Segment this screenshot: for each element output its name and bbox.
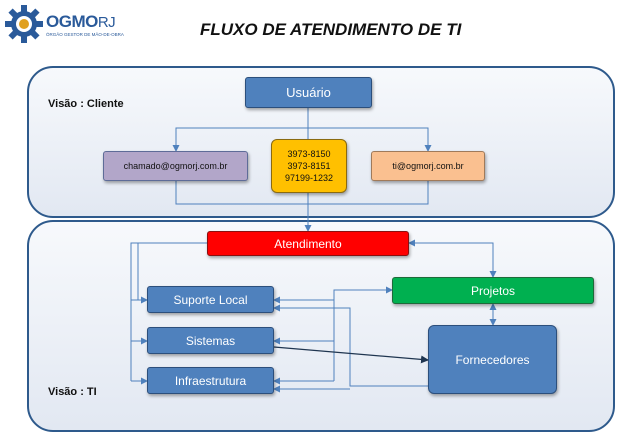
projetos-box: Projetos: [392, 277, 594, 304]
phone-2: 3973-8151: [287, 161, 331, 171]
connector-fornecedores-return: [273, 304, 428, 387]
phone-3: 97199-1232: [284, 173, 334, 183]
sistemas-box: Sistemas: [147, 327, 274, 354]
connector-user-to-email-chamado: [172, 127, 308, 152]
infraestrutura-box: Infraestrutura: [147, 367, 274, 394]
connector-sistemas-to-fornecedores: [273, 346, 429, 364]
connector-atendimento-spine: [130, 242, 207, 381]
email-chamado-box: chamado@ogmorj.com.br: [103, 151, 248, 181]
page-title: FLUXO DE ATENDIMENTO DE TI: [200, 20, 462, 39]
client-view-label: Visão : Cliente: [48, 98, 124, 110]
atendimento-box: Atendimento: [207, 231, 409, 256]
ogmo-logo: OGMORJ ÓRGÃO GESTOR DE MÃO-DE-OBRA: [4, 4, 154, 48]
connector-atendimento-projetos: [408, 239, 497, 278]
ti-view-label: Visão : TI: [48, 386, 97, 398]
connector-user-to-email-ti: [308, 127, 432, 152]
gear-logo-icon: [5, 5, 43, 43]
phone-1: 3973-8150: [287, 149, 331, 159]
fornecedores-box: Fornecedores: [428, 325, 557, 394]
suporte-local-box: Suporte Local: [147, 286, 274, 313]
connector-teams-to-projetos: [333, 286, 393, 381]
logo-subtitle: ÓRGÃO GESTOR DE MÃO-DE-OBRA: [46, 32, 124, 37]
email-ti-box: ti@ogmorj.com.br: [371, 151, 485, 181]
phones-box: 3973-8150 3973-8151 97199-1232: [271, 139, 347, 193]
logo-name: OGMORJ: [46, 12, 116, 31]
connector-email-chamado-return: [175, 181, 308, 205]
user-box: Usuário: [245, 77, 372, 108]
connector-email-ti-return: [308, 181, 429, 205]
